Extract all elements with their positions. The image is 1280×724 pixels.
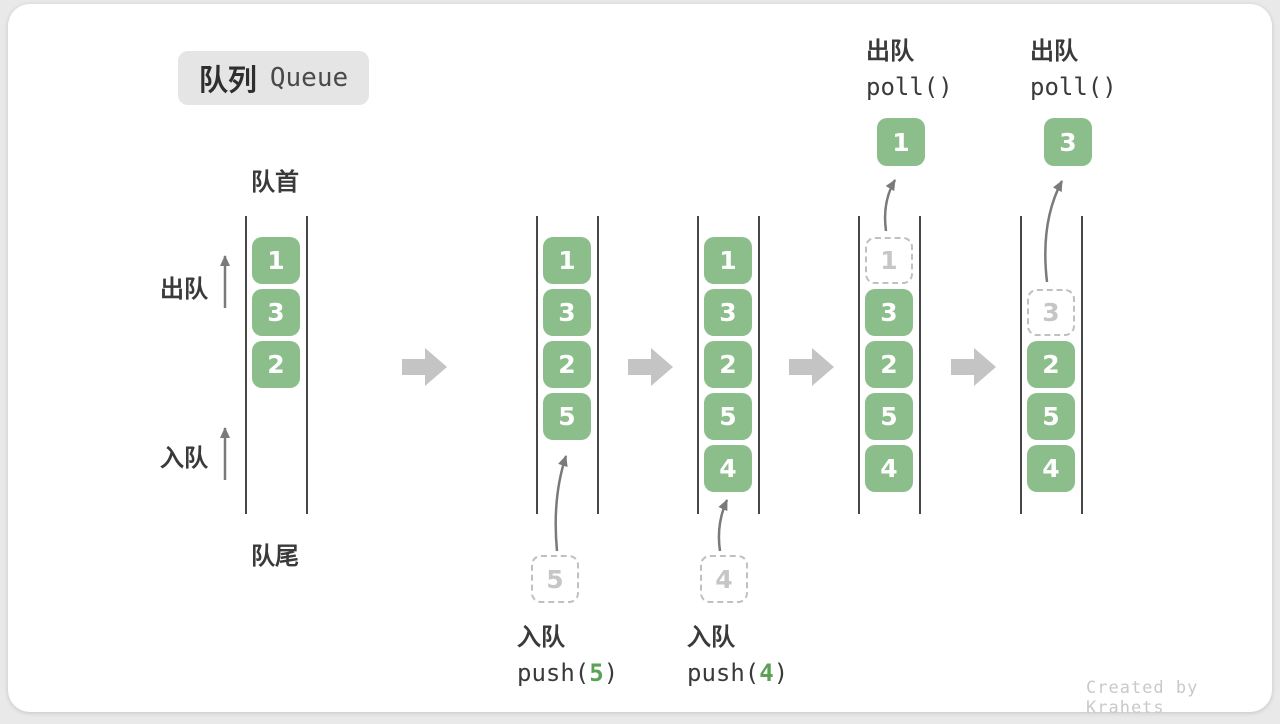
dequeue-operation-label: 出队 poll() bbox=[1030, 31, 1117, 101]
enqueue-side-label: 入队 bbox=[160, 444, 208, 472]
queue-slot-removed: 1 bbox=[865, 237, 913, 284]
queue-item: 5 bbox=[543, 393, 591, 440]
stage-transition-arrow bbox=[628, 348, 673, 386]
stage-transition-arrow bbox=[789, 348, 834, 386]
queue-item: 1 bbox=[252, 237, 300, 284]
dequeue-side-label: 出队 bbox=[160, 275, 208, 303]
push-4-arrow bbox=[717, 499, 729, 552]
dequeue-operation-label: 出队 poll() bbox=[866, 31, 953, 101]
queue-item: 4 bbox=[865, 445, 913, 492]
queue-wall-left bbox=[697, 216, 699, 514]
arrows-layer bbox=[220, 179, 1064, 552]
queue-item: 1 bbox=[704, 237, 752, 284]
queue-wall-left bbox=[536, 216, 538, 514]
title-zh: 队列 bbox=[198, 63, 257, 97]
poll-3-arrow bbox=[1044, 180, 1064, 283]
queue-wall-left bbox=[245, 216, 247, 514]
op-action: 入队 bbox=[687, 623, 735, 651]
queue-item: 2 bbox=[252, 341, 300, 388]
queue-item: 1 bbox=[543, 237, 591, 284]
queue-item: 2 bbox=[704, 341, 752, 388]
queue-item: 5 bbox=[704, 393, 752, 440]
stage-transition-arrow bbox=[951, 348, 996, 386]
op-code: poll() bbox=[866, 73, 953, 101]
queue-item: 2 bbox=[1027, 341, 1075, 388]
title-badge: 队列 Queue bbox=[178, 51, 369, 105]
queue-item: 3 bbox=[704, 289, 752, 336]
enqueue-operation-label: 入队 push(4) bbox=[687, 617, 788, 687]
op-action: 出队 bbox=[1030, 37, 1078, 65]
op-code-arg: 5 bbox=[589, 659, 604, 687]
op-code: push(5) bbox=[517, 659, 619, 687]
poll-1-arrow bbox=[883, 179, 897, 232]
queue-wall-right bbox=[306, 216, 308, 514]
queue-item: 4 bbox=[704, 445, 752, 492]
queue-item: 5 bbox=[865, 393, 913, 440]
dequeued-item: 1 bbox=[877, 118, 925, 166]
queue-item: 5 bbox=[1027, 393, 1075, 440]
push-5-arrow bbox=[554, 455, 568, 552]
queue-item: 2 bbox=[865, 341, 913, 388]
queue-wall-right bbox=[758, 216, 760, 514]
queue-item: 4 bbox=[1027, 445, 1075, 492]
queue-slot-removed: 3 bbox=[1027, 289, 1075, 336]
queue-rear-label: 队尾 bbox=[251, 542, 299, 570]
queue-item: 3 bbox=[865, 289, 913, 336]
op-code: push(4) bbox=[687, 659, 789, 687]
queue-wall-right bbox=[597, 216, 599, 514]
enqueue-item-pending: 4 bbox=[700, 555, 748, 603]
queue-wall-left bbox=[858, 216, 860, 514]
watermark: Created by Krahets bbox=[1086, 678, 1199, 718]
diagram-card: 队列 Queue 队首 队尾 出队 入队 1 3 2 1 3 2 5 5 入队 push(5) 1 3… bbox=[8, 4, 1272, 718]
enqueue-operation-label: 入队 push(5) bbox=[517, 617, 618, 687]
queue-item: 3 bbox=[252, 289, 300, 336]
queue-wall-left bbox=[1020, 216, 1022, 514]
op-action: 出队 bbox=[866, 37, 914, 65]
op-code-arg: 4 bbox=[759, 659, 774, 687]
op-action: 入队 bbox=[517, 623, 565, 651]
queue-wall-right bbox=[919, 216, 921, 514]
title-en: Queue bbox=[269, 63, 349, 93]
queue-wall-right bbox=[1081, 216, 1083, 514]
stage-transition-arrow bbox=[402, 348, 447, 386]
dequeued-item: 3 bbox=[1044, 118, 1092, 166]
queue-item: 2 bbox=[543, 341, 591, 388]
op-code: poll() bbox=[1030, 73, 1117, 101]
enqueue-item-pending: 5 bbox=[531, 555, 579, 603]
queue-item: 3 bbox=[543, 289, 591, 336]
queue-front-label: 队首 bbox=[251, 168, 299, 196]
